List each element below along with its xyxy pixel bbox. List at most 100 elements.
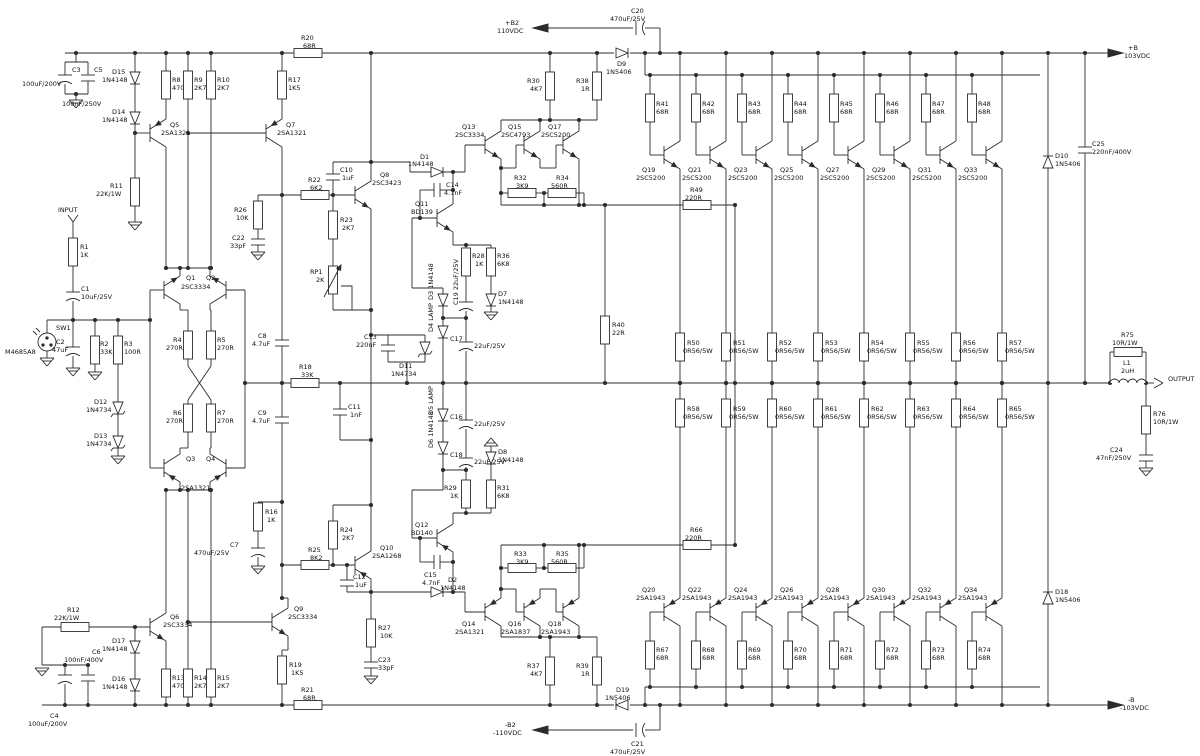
label: D16 — [112, 675, 125, 683]
label: C9 — [258, 409, 267, 417]
junction-dot — [132, 130, 138, 136]
label: M4685A8 — [5, 348, 36, 356]
junction-dot — [185, 50, 191, 56]
label: R19 — [289, 661, 302, 669]
label: D9 — [617, 60, 626, 68]
label: Q27 — [826, 166, 839, 174]
junction-dot — [279, 595, 285, 601]
label: 2SA1943 — [682, 594, 711, 602]
transistor-Q4: Q4 — [206, 453, 227, 483]
label: 2K7 — [194, 84, 207, 92]
junction-dot — [242, 380, 248, 386]
label: 270R — [166, 417, 183, 425]
label: R64 — [963, 405, 976, 413]
junction-dot — [208, 265, 214, 271]
junction-dot — [279, 499, 285, 505]
label: R69 — [748, 646, 761, 654]
label: R75 — [1121, 331, 1134, 339]
label: C16 — [450, 413, 463, 421]
label: 4.7uF — [252, 417, 270, 425]
junction-dot — [450, 169, 456, 175]
label: R30 — [527, 77, 540, 85]
label: 2K7 — [194, 682, 207, 690]
label: 4.7nF — [444, 189, 462, 197]
label: 22R — [612, 329, 625, 337]
label: Q12 — [415, 521, 428, 529]
junction-dot — [602, 380, 608, 386]
junction-dot — [642, 50, 648, 56]
label: 8K2 — [310, 554, 323, 562]
label: R6 — [173, 409, 182, 417]
label: R17 — [288, 76, 301, 84]
label: Q4 — [206, 455, 215, 463]
label: C4 — [50, 712, 59, 720]
label: C15 — [424, 571, 437, 579]
label: D18 — [1055, 588, 1068, 596]
label: R7 — [217, 409, 226, 417]
label: 0R56/5W — [1005, 347, 1035, 355]
terminal-input: INPUT — [58, 206, 79, 228]
junction-dot — [642, 702, 648, 708]
label: R55 — [917, 339, 930, 347]
diode-D3: D3 1N4148 — [427, 263, 449, 308]
ground-symbol — [250, 565, 266, 575]
junction-dot — [177, 487, 183, 493]
label: R33 — [514, 550, 527, 558]
label: 1K — [80, 251, 89, 259]
label: R74 — [978, 646, 991, 654]
label: C14 — [446, 181, 459, 189]
label: 0R56/5W — [913, 347, 943, 355]
junction-dot — [541, 202, 547, 208]
label: 1uF — [355, 581, 367, 589]
label: 4.7uF — [252, 340, 270, 348]
junction-dot — [541, 190, 547, 196]
junction-dot — [208, 50, 214, 56]
label: R59 — [733, 405, 746, 413]
label: 470uF/25V — [610, 748, 646, 756]
label: D8 — [498, 448, 507, 456]
label: 100uF/200V — [22, 80, 62, 88]
capacitor-C9: C94.7uF — [252, 409, 289, 425]
label: R31 — [497, 484, 510, 492]
junction-dot — [463, 467, 469, 473]
label: Q21 — [688, 166, 701, 174]
label: 2SA1943 — [958, 594, 987, 602]
label: Q23 — [734, 166, 747, 174]
label: 0R56/5W — [821, 347, 851, 355]
junction-dot — [185, 702, 191, 708]
label: R10 — [217, 76, 230, 84]
junction-dot — [440, 467, 446, 473]
label: 2SA1321 — [277, 129, 306, 137]
label: 2K7 — [217, 84, 230, 92]
junction-dot — [498, 190, 504, 196]
label: C21 — [631, 740, 644, 748]
junction-dot — [330, 192, 336, 198]
junctions — [62, 50, 1149, 708]
junction-dot — [1045, 50, 1051, 56]
junction-dot — [576, 117, 582, 123]
